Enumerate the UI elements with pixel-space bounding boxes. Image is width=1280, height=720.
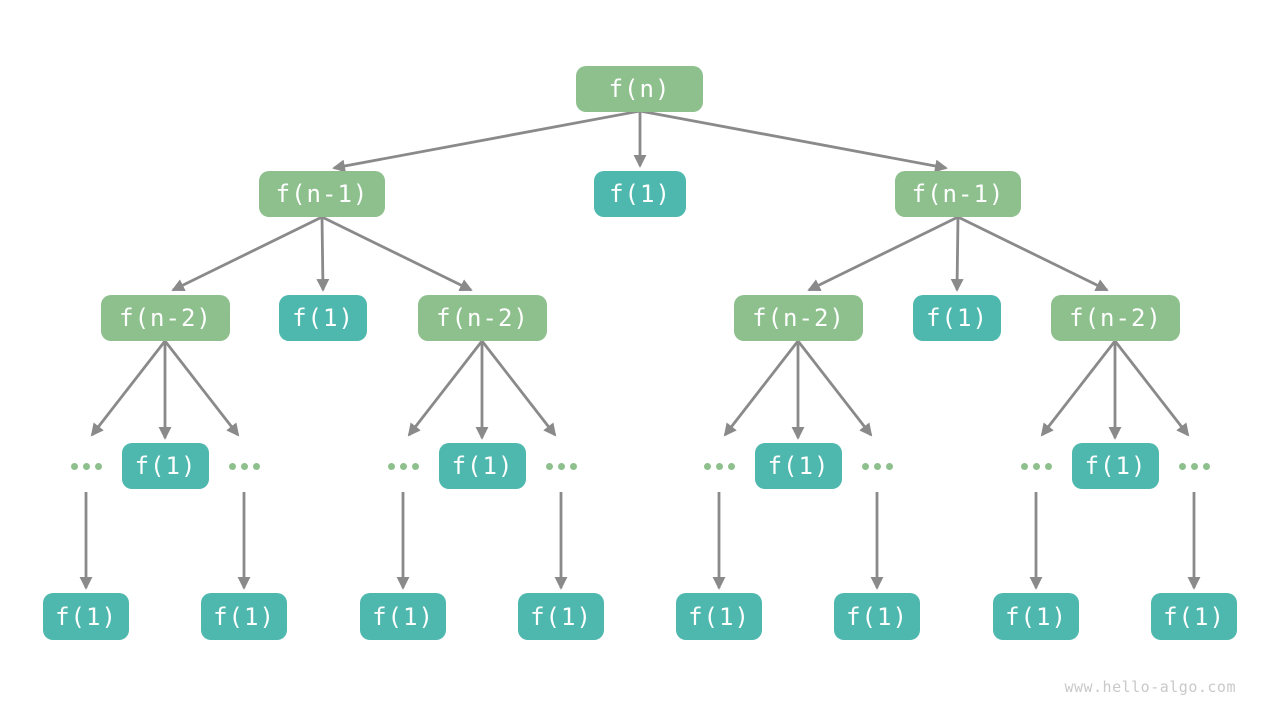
edge (321, 215, 473, 292)
ellipsis-dot (715, 462, 723, 470)
ellipsis (545, 462, 577, 470)
ellipsis-dot (569, 462, 577, 470)
ellipsis-dot (1044, 462, 1052, 470)
tree-node: f(1) (834, 593, 920, 640)
edge (316, 216, 330, 292)
edge (796, 340, 873, 437)
edge (171, 215, 323, 292)
ellipsis-dot (228, 462, 236, 470)
edge (480, 340, 557, 437)
edge (1113, 340, 1190, 437)
tree-node: f(1) (755, 443, 842, 489)
ellipsis-dot (1178, 462, 1186, 470)
tree-node: f(n-1) (259, 171, 385, 217)
edge (90, 340, 167, 437)
edge (950, 216, 964, 292)
edge (723, 340, 800, 437)
edge (639, 109, 948, 173)
tree-node: f(1) (43, 593, 129, 640)
edge (163, 340, 240, 437)
ellipsis-dot (387, 462, 395, 470)
tree-node-root: f(n) (576, 66, 703, 112)
ellipsis-dot (885, 462, 893, 470)
edge (1040, 340, 1117, 437)
ellipsis-dot (82, 462, 90, 470)
ellipsis-dot (1032, 462, 1040, 470)
ellipsis (861, 462, 893, 470)
tree-node: f(n-2) (1051, 295, 1180, 341)
ellipsis-dot (399, 462, 407, 470)
tree-node: f(1) (122, 443, 209, 489)
tree-node: f(n-2) (418, 295, 547, 341)
ellipsis-dot (411, 462, 419, 470)
ellipsis-dot (1020, 462, 1028, 470)
tree-node: f(1) (1151, 593, 1237, 640)
ellipsis-dot (545, 462, 553, 470)
tree-node: f(n-2) (101, 295, 230, 341)
ellipsis-dot (557, 462, 565, 470)
ellipsis-dot (1202, 462, 1210, 470)
ellipsis-dot (861, 462, 869, 470)
tree-node: f(1) (594, 171, 686, 217)
ellipsis-dot (240, 462, 248, 470)
tree-node: f(1) (913, 295, 1001, 341)
tree-node: f(n-1) (895, 171, 1021, 217)
edge (332, 109, 641, 173)
tree-node: f(1) (439, 443, 526, 489)
edge (807, 215, 959, 292)
ellipsis-dot (70, 462, 78, 470)
ellipsis (1020, 462, 1052, 470)
tree-node: f(1) (201, 593, 287, 640)
ellipsis-dot (703, 462, 711, 470)
tree-node: f(1) (279, 295, 367, 341)
ellipsis (1178, 462, 1210, 470)
edge (957, 215, 1109, 292)
ellipsis (70, 462, 102, 470)
tree-node: f(1) (993, 593, 1079, 640)
ellipsis-dot (1190, 462, 1198, 470)
ellipsis (703, 462, 735, 470)
tree-node: f(n-2) (734, 295, 863, 341)
tree-node: f(1) (360, 593, 446, 640)
tree-node: f(1) (1072, 443, 1159, 489)
ellipsis-dot (727, 462, 735, 470)
ellipsis (387, 462, 419, 470)
edge (407, 340, 484, 437)
ellipsis-dot (873, 462, 881, 470)
ellipsis (228, 462, 260, 470)
tree-node: f(1) (676, 593, 762, 640)
tree-node: f(1) (518, 593, 604, 640)
ellipsis-dot (252, 462, 260, 470)
watermark: www.hello-algo.com (1064, 678, 1236, 696)
ellipsis-dot (94, 462, 102, 470)
